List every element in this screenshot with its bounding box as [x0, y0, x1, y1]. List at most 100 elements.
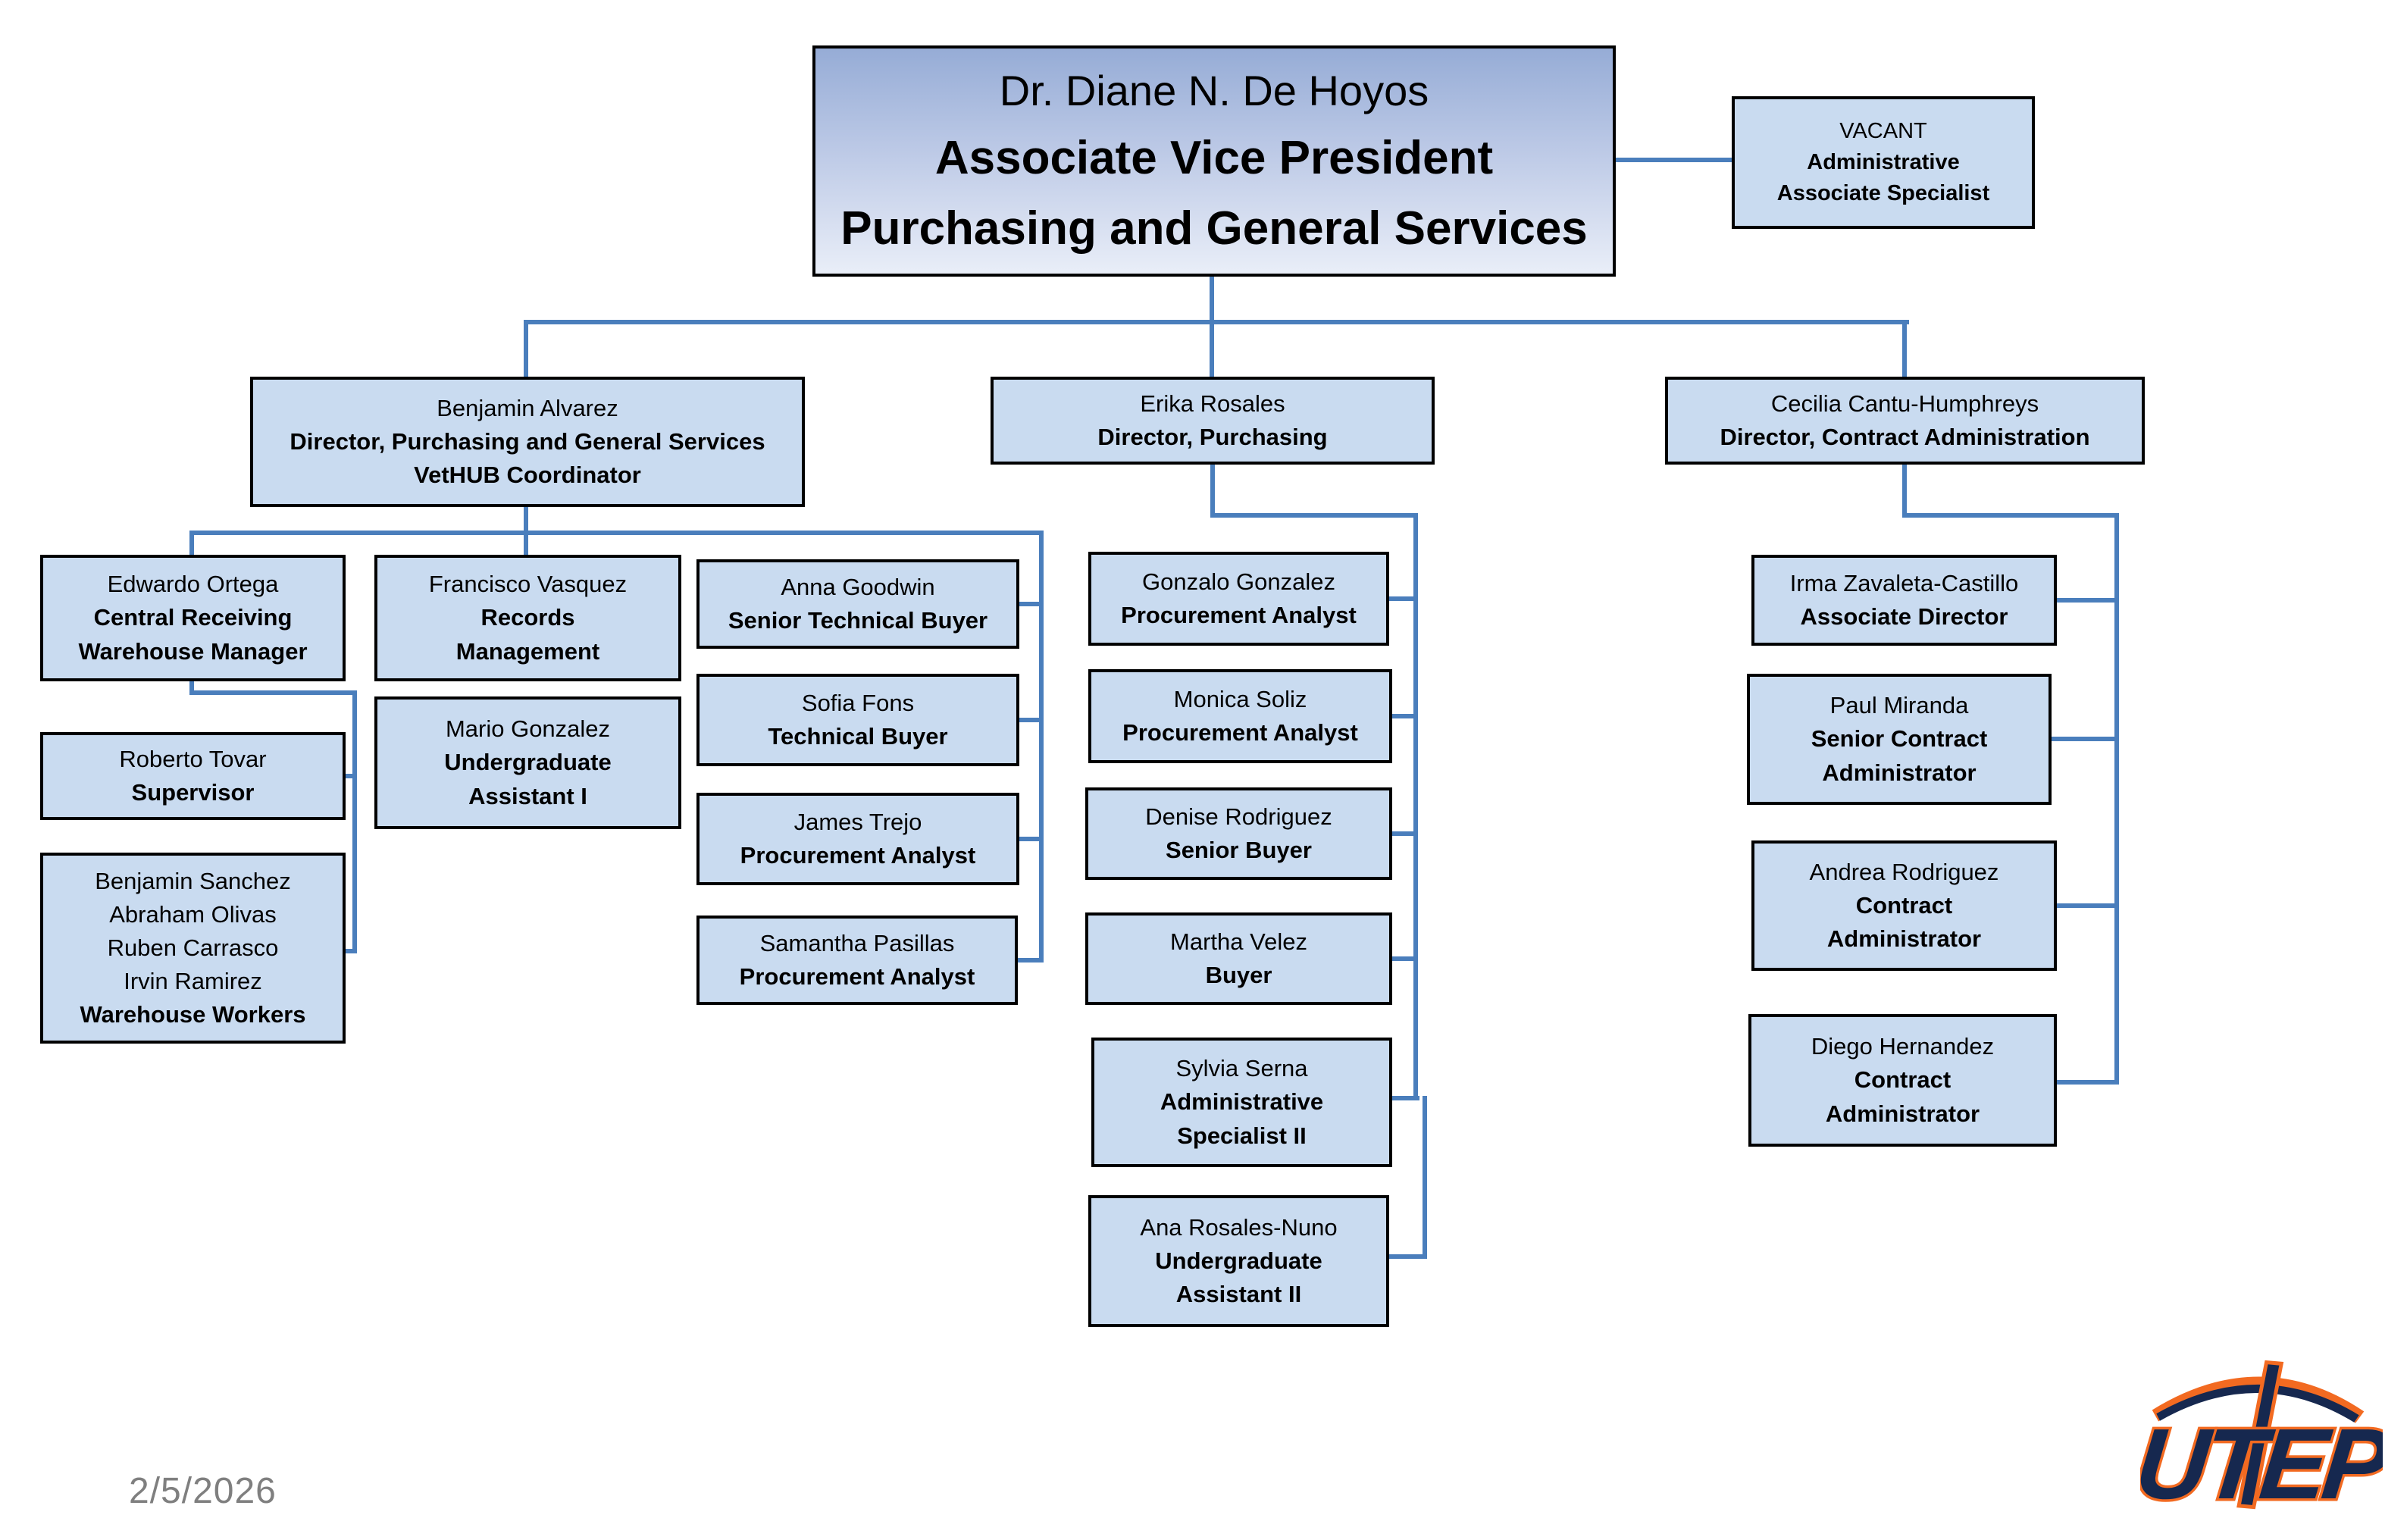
connector-ceo-drop — [1210, 277, 1214, 324]
org-node-senior-contract-administrator: Paul Miranda Senior Contract Administrat… — [1747, 674, 2052, 805]
org-node-contract-administrator-rodriguez: Andrea Rodriguez Contract Administrator — [1751, 840, 2057, 971]
person-title: Purchasing and General Services — [840, 202, 1588, 255]
person-title: Senior Contract — [1811, 725, 1988, 753]
connector-cecilia-down — [1902, 465, 1907, 518]
org-node-supervisor: Roberto Tovar Supervisor — [40, 732, 346, 820]
person-title: Contract — [1854, 1066, 1952, 1094]
person-title: Director, Contract Administration — [1720, 424, 2090, 450]
connector-francisco-drop — [524, 531, 528, 555]
person-title: Director, Purchasing and General Service… — [290, 427, 765, 455]
org-node-procurement-analyst-pasillas: Samantha Pasillas Procurement Analyst — [696, 916, 1018, 1005]
person-name: Martha Velez — [1170, 928, 1307, 955]
person-name: Irvin Ramirez — [124, 968, 262, 994]
person-name: Paul Miranda — [1829, 692, 1969, 719]
person-name: Francisco Vasquez — [428, 571, 628, 598]
person-title: Administrator — [1825, 1100, 1980, 1127]
connector-diego-stub — [2057, 1080, 2116, 1085]
person-title: Assistant I — [468, 782, 587, 809]
person-title: Senior Buyer — [1166, 837, 1312, 863]
connector-gonzalo-stub — [1389, 596, 1415, 601]
person-name: James Trejo — [793, 808, 922, 835]
org-node-procurement-analyst-gonzalez: Gonzalo Gonzalez Procurement Analyst — [1088, 552, 1389, 646]
person-name: Ruben Carrasco — [107, 934, 279, 961]
person-name: Diego Hernandez — [1811, 1033, 1995, 1060]
person-name: Dr. Diane N. De Hoyos — [999, 66, 1429, 114]
person-title: Administrator — [1826, 925, 1982, 952]
person-name: Sofia Fons — [801, 689, 915, 716]
person-title: Procurement Analyst — [740, 842, 976, 869]
slide-date: 2/5/2026 — [129, 1471, 277, 1511]
person-name: Edwardo Ortega — [107, 571, 279, 598]
person-title: Buyer — [1205, 962, 1272, 988]
person-title: Administrator — [1822, 759, 1977, 786]
connector-erika-elbow — [1210, 513, 1418, 518]
utep-logo: UTEP — [2128, 1343, 2385, 1536]
person-name: Samantha Pasillas — [759, 929, 955, 956]
person-name: Abraham Olivas — [109, 900, 277, 928]
person-title: VetHUB Coordinator — [414, 462, 641, 488]
connector-purchasing-vertical-2 — [1423, 1096, 1427, 1259]
person-name: Cecilia Cantu-Humphreys — [1770, 390, 2039, 417]
connector-benjamin-drop — [524, 320, 528, 377]
connector-benjamin-branch — [189, 531, 1044, 535]
connector-martha-stub — [1392, 956, 1415, 961]
connector-ana-stub — [1389, 1254, 1427, 1259]
person-name: Sylvia Serna — [1175, 1055, 1308, 1082]
org-node-avp: Dr. Diane N. De Hoyos Associate Vice Pre… — [812, 45, 1616, 277]
connector-warehouse-vertical — [352, 690, 357, 953]
org-node-director-purchasing-general-services: Benjamin Alvarez Director, Purchasing an… — [250, 377, 805, 507]
connector-sylvia-stub — [1392, 1096, 1419, 1100]
person-name: Benjamin Alvarez — [437, 394, 618, 421]
person-name: Erika Rosales — [1140, 390, 1285, 417]
connector-denise-stub — [1392, 831, 1415, 836]
person-title: Records — [480, 604, 575, 631]
person-name: Ana Rosales-Nuno — [1140, 1213, 1338, 1241]
connector-andrea-stub — [2057, 903, 2116, 908]
person-title: Supervisor — [131, 779, 255, 806]
connector-james-stub — [1019, 837, 1039, 841]
utep-logo-text: UTEP — [2140, 1408, 2383, 1520]
org-node-senior-buyer: Denise Rodriguez Senior Buyer — [1085, 787, 1392, 880]
person-name: Benjamin Sanchez — [95, 867, 291, 894]
org-node-director-contract-admin: Cecilia Cantu-Humphreys Director, Contra… — [1665, 377, 2145, 465]
connector-erika-drop — [1210, 320, 1214, 377]
org-node-senior-technical-buyer: Anna Goodwin Senior Technical Buyer — [696, 559, 1019, 649]
connector-samantha-stub — [1018, 958, 1039, 962]
connector-erika-down — [1210, 465, 1215, 518]
person-title: Assistant II — [1175, 1281, 1302, 1307]
person-title: Central Receiving — [93, 604, 293, 631]
connector-edwardo-down — [189, 681, 194, 695]
person-title: Specialist II — [1177, 1122, 1307, 1149]
person-title: Director, Purchasing — [1097, 424, 1328, 450]
person-title: Senior Technical Buyer — [728, 607, 988, 634]
connector-irma-stub — [2057, 598, 2116, 603]
org-node-director-purchasing: Erika Rosales Director, Purchasing — [991, 377, 1435, 465]
connector-warehouse-stub — [346, 949, 355, 953]
person-title: Technical Buyer — [768, 723, 948, 750]
person-name: VACANT — [1839, 118, 1927, 143]
connector-sofia-stub — [1019, 718, 1039, 722]
person-title: Contract — [1855, 891, 1953, 919]
connector-cecilia-elbow — [1902, 513, 2119, 518]
connector-edwardo-drop — [189, 531, 194, 555]
connector-contracts-vertical — [2114, 513, 2119, 1085]
org-node-buyer: Martha Velez Buyer — [1085, 912, 1392, 1005]
org-node-vacant-admin-specialist: VACANT Administrative Associate Speciali… — [1732, 96, 2035, 229]
person-name: Gonzalo Gonzalez — [1141, 568, 1336, 595]
org-node-records-management: Francisco Vasquez Records Management — [374, 555, 681, 681]
person-title: Associate Specialist — [1776, 181, 1990, 206]
connector-cecilia-drop — [1902, 320, 1907, 377]
org-node-undergraduate-assistant-2: Ana Rosales-Nuno Undergraduate Assistant… — [1088, 1195, 1389, 1327]
connector-vacant-link — [1616, 158, 1732, 162]
org-node-technical-buyer: Sofia Fons Technical Buyer — [696, 674, 1019, 766]
person-name: Andrea Rodriguez — [1809, 858, 1999, 885]
connector-benjamin-down — [524, 507, 528, 535]
person-name: Anna Goodwin — [781, 573, 935, 600]
utep-logo-graphic: UTEP — [2128, 1360, 2385, 1523]
connector-purchasing-vertical — [1413, 513, 1418, 1098]
connector-anna-stub — [1019, 602, 1039, 606]
person-title: Associate Vice President — [934, 131, 1494, 184]
org-node-warehouse-manager: Edwardo Ortega Central Receiving Warehou… — [40, 555, 346, 681]
person-title: Undergraduate — [1155, 1247, 1322, 1274]
